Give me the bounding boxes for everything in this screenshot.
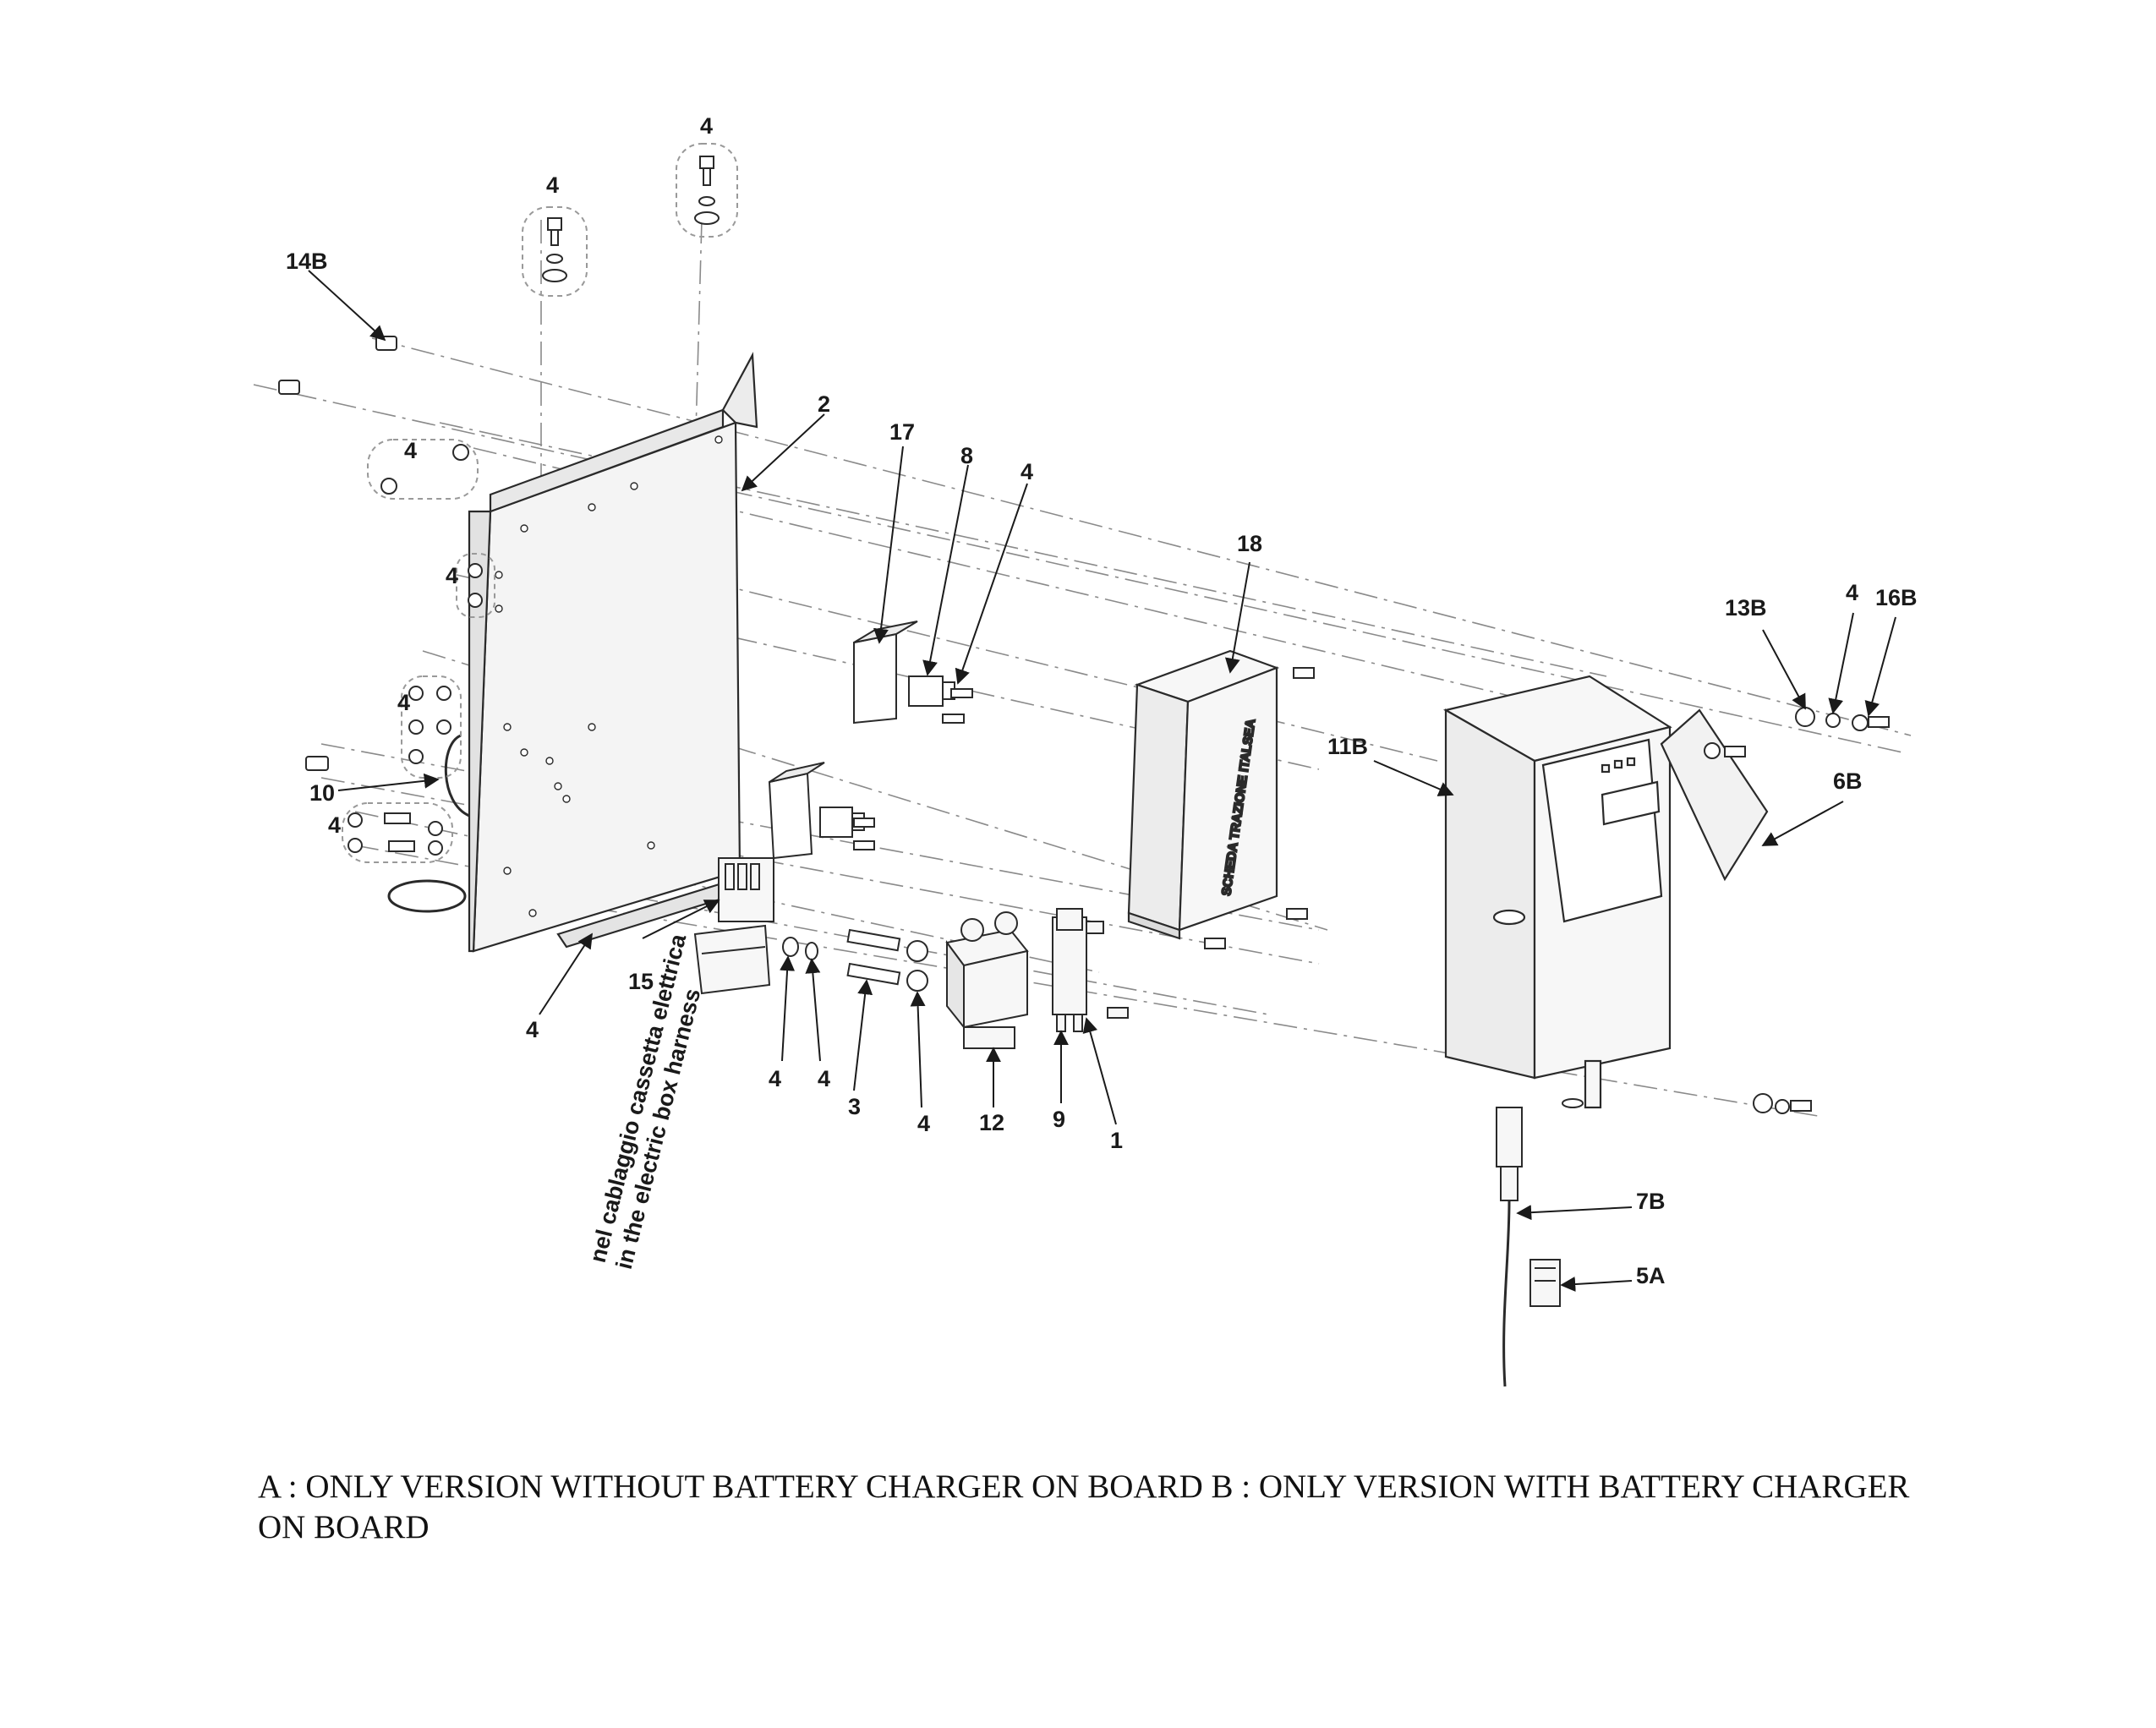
plate-holes [495,435,723,917]
relay-block-lower [768,762,875,860]
callout-4-left-lower: 4 [328,812,341,838]
callout-8: 8 [960,443,973,468]
callout-4-left-upper: 4 [446,563,458,588]
callout-11b: 11B [1327,734,1368,759]
fuse-holder [1052,908,1129,1032]
screw-stack-right [676,143,738,238]
callout-13b: 13B [1725,595,1767,621]
charger-screws [1562,707,1890,1114]
callout-15: 15 [628,969,654,994]
callout-1: 1 [1110,1128,1123,1153]
callout-12: 12 [979,1110,1004,1135]
callout-18: 18 [1237,531,1262,556]
callout-6b: 6B [1833,768,1863,794]
callout-7b: 7B [1636,1189,1666,1214]
callout-3: 3 [848,1094,861,1119]
callout-5a: 5A [1636,1263,1666,1288]
callout-4-relay: 4 [1021,459,1033,484]
callout-4-charger: 4 [1846,580,1858,605]
callout-14b: 14B [286,249,328,274]
callout-4-screw-right: 4 [700,113,713,139]
leader-lines [308,270,1896,1293]
mains-cable [1496,1107,1561,1387]
screw-stack-left [522,206,588,297]
callout-4-bracket: 4 [526,1017,539,1042]
callout-2: 2 [818,391,830,417]
mounting-plate [468,352,758,953]
battery-charger [1443,675,1769,1109]
callout-16b: 16B [1875,585,1918,610]
callout-4-nuts-top: 4 [404,438,417,463]
version-legend: A : ONLY VERSION WITHOUT BATTERY CHARGER… [258,1468,1910,1545]
contactor [945,911,1029,1049]
callout-4-washer-b: 4 [818,1066,830,1091]
relay-block-upper [853,621,973,725]
callout-9: 9 [1053,1107,1065,1132]
callout-17: 17 [889,419,915,445]
connector-block [693,857,774,995]
cable-loop [387,734,470,913]
callout-4-washer-c: 4 [917,1111,930,1136]
board-screws [1204,667,1315,949]
callout-labels: 14B 4 4 4 2 17 8 4 4 4 18 4 10 4 15 4 4 … [286,113,1918,1288]
callout-4-washer-a: 4 [769,1066,781,1091]
traction-board: SCHEDA TRAZIONE ITALSEA [1127,649,1280,940]
callout-10: 10 [309,780,335,806]
callout-4-screw-left: 4 [546,172,559,198]
callout-4-left-middle: 4 [397,690,410,715]
spacers-and-washers [782,928,928,992]
